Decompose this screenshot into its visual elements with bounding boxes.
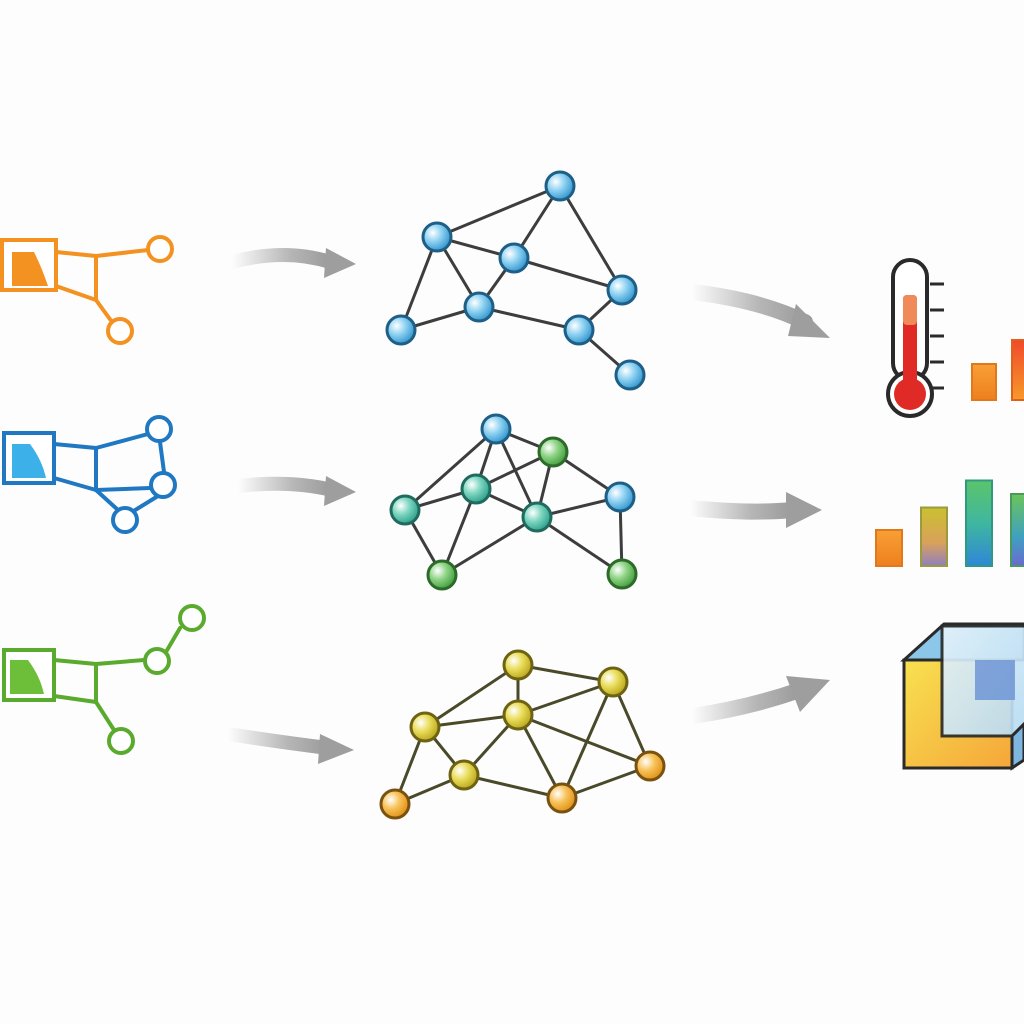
graph-node [604, 481, 636, 513]
chart-bar [965, 479, 993, 567]
row3-arrow-in-head [318, 734, 354, 764]
row2-input-fill [12, 444, 46, 478]
graph-node [606, 274, 638, 306]
row2-arrow-out-head [786, 492, 822, 528]
graph-node [379, 788, 411, 820]
row2-arrow-in-head [324, 476, 356, 506]
row1-graph-edges [399, 184, 631, 377]
graph-node [502, 699, 534, 731]
graph-node [634, 750, 666, 782]
row1-input-node [146, 235, 174, 263]
graph-node [521, 501, 553, 533]
row1-input-node [106, 317, 134, 345]
row2-graph [389, 413, 638, 591]
row3-arrow-in [221, 727, 335, 755]
row2-input-molecule [2, 415, 177, 534]
row3-input-molecule [2, 604, 206, 755]
row1-arrow-in-head [324, 248, 356, 278]
row2-graph-nodes [389, 413, 638, 591]
graph-node [606, 558, 638, 590]
graph-node [480, 413, 512, 445]
3d-cube-icon [900, 622, 1024, 771]
row1-input-molecule [0, 235, 174, 345]
graph-node [389, 494, 421, 526]
row2-input-node [149, 471, 177, 499]
chart-bar [1010, 493, 1024, 567]
row3-input-node [143, 647, 171, 675]
row2-graph-edges [403, 427, 624, 577]
row2-bar-chart [875, 479, 1024, 567]
row3-arrow-out-head [786, 676, 830, 712]
row2-arrow-in [231, 476, 339, 497]
graph-node [385, 314, 417, 346]
graph-node [463, 291, 495, 323]
thermometer-icon [886, 258, 944, 418]
chart-bar [875, 529, 903, 567]
row1-arrow-out-head [788, 304, 830, 338]
graph-node [537, 436, 569, 468]
row2-arrow-out [682, 500, 800, 520]
chart-bar [920, 506, 948, 567]
row3-input-node [107, 727, 135, 755]
row3-graph-nodes [379, 649, 666, 820]
graph-node [546, 782, 578, 814]
graph-node [460, 473, 492, 505]
chart-bar [1011, 339, 1024, 401]
row1-graph [385, 170, 646, 391]
graph-node [426, 559, 458, 591]
row3-input-fill [10, 660, 44, 694]
graph-node [544, 170, 576, 202]
row2-input-node [111, 506, 139, 534]
graph-node [498, 242, 530, 274]
graph-node [502, 649, 534, 681]
row1-arrow-in [225, 248, 337, 269]
graph-node [563, 314, 595, 346]
graph-node [597, 666, 629, 698]
row2-input-node [145, 415, 173, 443]
row1-arrow-out [684, 284, 813, 330]
chart-bar [971, 363, 997, 401]
row3-input-node [178, 604, 206, 632]
graph-node [448, 759, 480, 791]
row1-input-fill [12, 252, 48, 286]
row1-bar-chart [971, 339, 1024, 401]
row1-graph-nodes [385, 170, 646, 391]
graph-node [421, 221, 453, 253]
graph-node [614, 359, 646, 391]
row3-graph [379, 649, 666, 820]
row3-arrow-out [684, 682, 808, 724]
graph-node [409, 711, 441, 743]
